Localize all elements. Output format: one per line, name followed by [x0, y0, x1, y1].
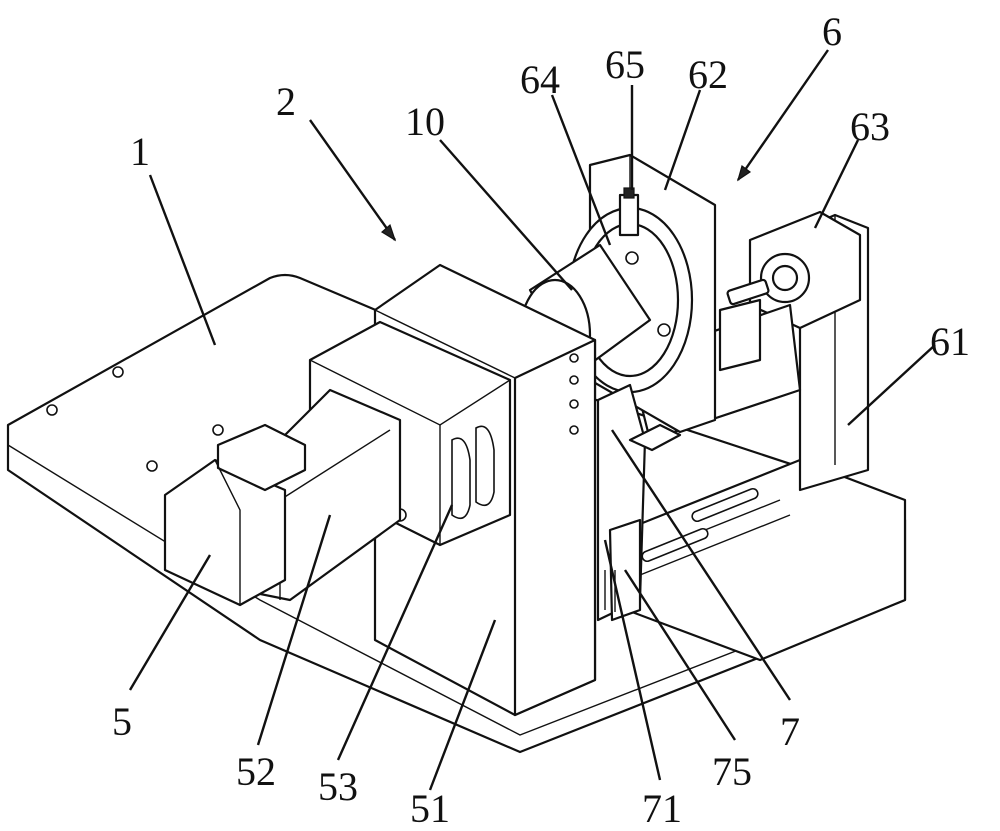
label-61: 61 — [930, 319, 970, 364]
label-6: 6 — [822, 9, 842, 54]
label-7: 7 — [780, 709, 800, 754]
label-10: 10 — [405, 99, 445, 144]
label-2: 2 — [276, 79, 296, 124]
label-75: 75 — [712, 749, 752, 794]
leader-lines — [128, 49, 936, 791]
label-64: 64 — [520, 57, 560, 102]
motor-end-cap — [163, 423, 307, 607]
label-71: 71 — [642, 786, 682, 831]
label-51: 51 — [410, 786, 450, 831]
label-62: 62 — [688, 52, 728, 97]
label-1: 1 — [130, 129, 150, 174]
label-63: 63 — [850, 104, 890, 149]
label-53: 53 — [318, 764, 358, 809]
label-5: 5 — [112, 699, 132, 744]
label-52: 52 — [236, 749, 276, 794]
label-65: 65 — [605, 42, 645, 87]
